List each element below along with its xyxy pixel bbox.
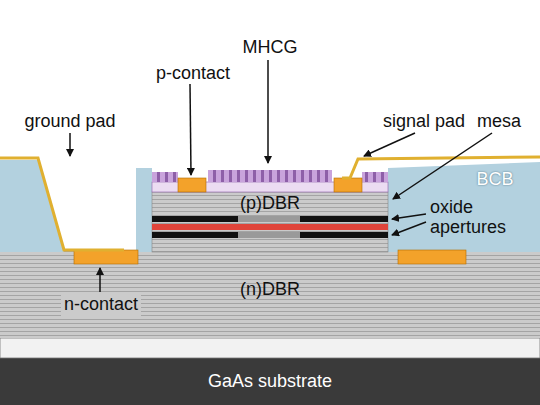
leader-line: [392, 222, 426, 235]
mhcg-grating: [208, 170, 332, 182]
part-label: signal pad: [378, 112, 470, 132]
part-label: ground pad: [20, 112, 120, 132]
n-contact-metal: [398, 250, 466, 264]
leader-line: [190, 84, 191, 175]
substrate-band: GaAs substrate: [0, 358, 540, 405]
oxide-layer: [152, 216, 388, 222]
part-label: MHCG: [240, 38, 300, 58]
n-contact-metal: [74, 250, 138, 264]
part-label: n-contact: [61, 294, 141, 316]
layer-name: GaAs substrate: [208, 372, 332, 392]
aperture-opening: [238, 232, 300, 238]
leader-line: [267, 60, 269, 163]
aperture-opening: [238, 216, 300, 222]
ground-pad-metal: [0, 158, 124, 250]
part-label: mesa: [474, 112, 524, 132]
leader-line: [364, 133, 415, 156]
grating-side: [362, 172, 388, 182]
buffer-layer: [0, 338, 540, 358]
mesa-body: [152, 192, 388, 252]
part-label: oxide apertures: [430, 198, 520, 238]
substrate-band: [0, 358, 540, 405]
p-contact-metal: [178, 178, 206, 192]
n-dbr-stack: [0, 250, 540, 338]
bcb-fill: [0, 160, 540, 252]
layer-name: (p)DBR: [240, 194, 300, 214]
oxide-layer: [152, 232, 388, 238]
grating-side: [152, 172, 178, 182]
part-label: p-contact: [148, 64, 238, 84]
material-label: BCB: [470, 170, 520, 190]
leader-line: [99, 268, 101, 292]
layer-name: (n)DBR: [240, 280, 300, 300]
leader-line: [393, 133, 492, 199]
leader-line: [69, 133, 71, 156]
p-contact-metal: [334, 178, 362, 192]
active-region: [152, 224, 388, 230]
layer-band: (p)DBR: [152, 192, 388, 216]
leader-line: [392, 214, 426, 219]
